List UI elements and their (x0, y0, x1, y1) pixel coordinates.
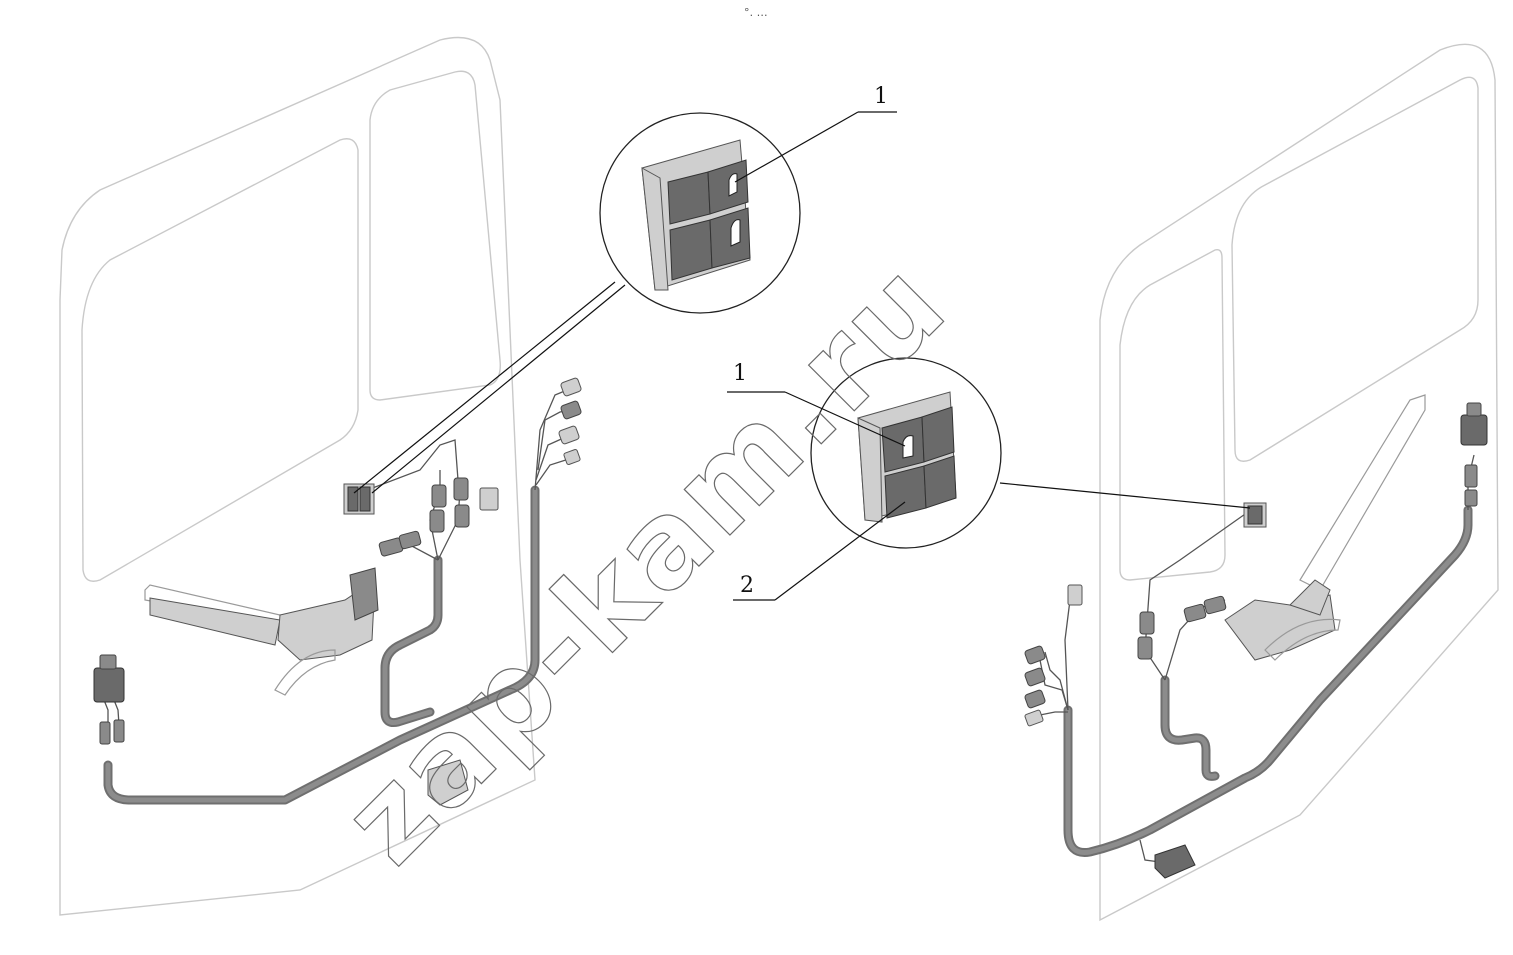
right-door (1099, 43, 1499, 922)
right-regulator-bracket (1224, 394, 1426, 661)
watermark: zap-kam.ru (317, 234, 973, 890)
left-switch-detail: 1 (353, 84, 897, 494)
right-door-switch (1243, 502, 1267, 528)
callout-label: 1 (733, 361, 747, 386)
callout-label: 1 (874, 84, 888, 109)
left-connectors (93, 377, 582, 806)
top-mark: °․ … (744, 6, 768, 19)
left-door-switch (343, 483, 375, 515)
center-switch-detail: 1 2 (727, 357, 1251, 601)
right-wiring-harness (1039, 454, 1475, 863)
left-door (59, 36, 536, 916)
callout-label: 2 (740, 573, 754, 598)
left-regulator-bracket (144, 567, 379, 696)
right-connectors (1024, 402, 1488, 879)
